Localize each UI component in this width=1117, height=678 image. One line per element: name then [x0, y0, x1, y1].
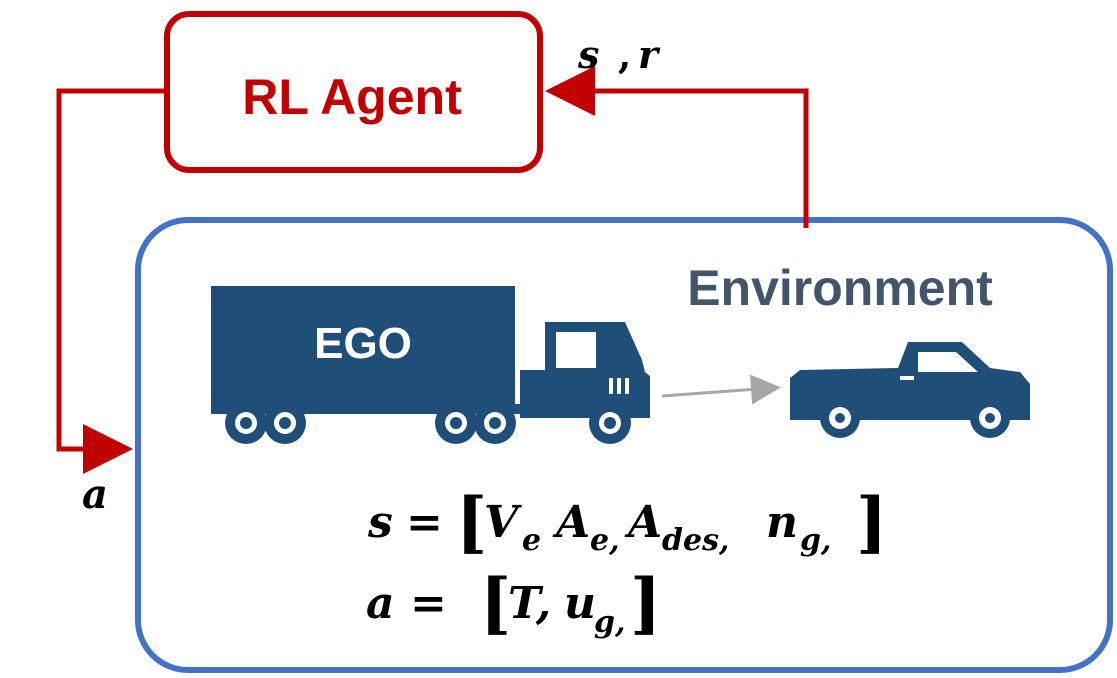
state-term-sub: g, — [800, 523, 831, 558]
rl-agent-label: RL Agent — [242, 69, 462, 125]
state-eq-bracket-open: [ — [456, 483, 487, 561]
ego-label: EGO — [314, 319, 412, 368]
action-eq-equals: = — [410, 578, 447, 629]
action-equation: a = [ T, u g, ] — [366, 564, 661, 642]
action-label: a — [82, 471, 108, 518]
action-arrow — [56, 88, 167, 474]
ego-truck-icon — [211, 286, 650, 444]
action-eq-bracket-close: ] — [630, 564, 661, 642]
state-term-sub: e, — [590, 523, 620, 558]
lead-vehicle-icon — [790, 342, 1030, 438]
environment-label: Environment — [687, 260, 993, 316]
state-term-main: A — [624, 497, 662, 548]
state-equation: s = [ V e A e, A des, n g, ] — [367, 483, 887, 561]
state-term-main: n — [766, 497, 798, 548]
action-eq-lhs: a — [366, 578, 395, 629]
state-term-sub: des, — [662, 523, 729, 558]
feedback-r-label: r — [638, 32, 661, 77]
state-term-main: V — [484, 497, 522, 548]
action-term-main: T, — [508, 578, 551, 629]
state-eq-equals: = — [406, 497, 443, 548]
direction-arrow — [661, 374, 781, 405]
action-eq-bracket-open: [ — [480, 564, 511, 642]
state-term-sub: e — [522, 523, 541, 558]
action-term-main: u — [564, 578, 596, 629]
state-eq-lhs: s — [367, 497, 393, 548]
action-term-sub: g, — [594, 605, 625, 640]
state-eq-bracket-close: ] — [856, 483, 887, 561]
state-term-main: A — [552, 497, 590, 548]
feedback-s-label: s — [577, 32, 599, 77]
feedback-sep-label: , — [618, 32, 631, 77]
state-reward-arrow — [545, 66, 809, 228]
